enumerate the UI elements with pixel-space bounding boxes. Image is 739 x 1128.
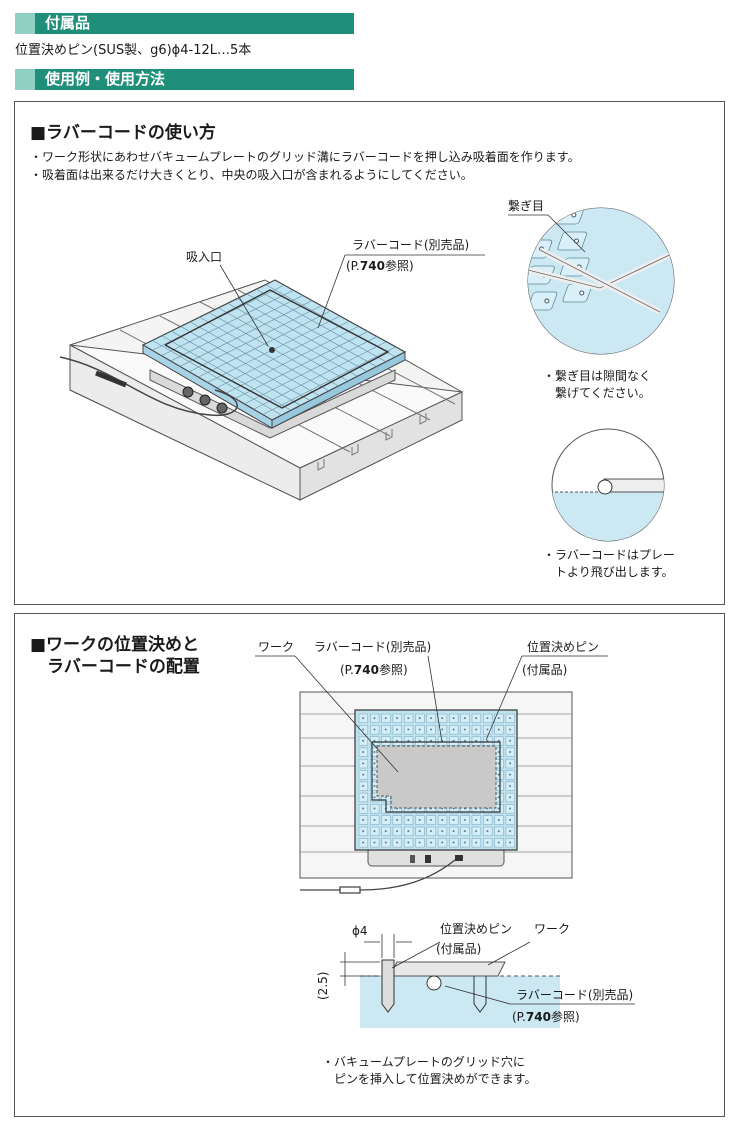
rubber-cord-label: ラバーコード(別売品) [352, 238, 470, 252]
panel-title: ラバーコードの配置 [30, 657, 200, 677]
panel-title: ■ワークの位置決めと [30, 635, 200, 655]
joint-note: ・繋ぎ目は隙間なく [543, 369, 652, 383]
rubber-cord-label: ラバーコード(別売品) [314, 640, 432, 654]
depth-label: (2.5) [316, 971, 330, 1000]
rubber-cord-ref: (P.740参照) [512, 1010, 580, 1024]
protrusion-note: トより飛び出します。 [543, 565, 674, 579]
usage-bullet: ・ワーク形状にあわせバキュームプレートのグリッド溝にラバーコードを押し込み吸着面… [30, 150, 580, 164]
inlet-label: 吸入口 [186, 250, 223, 264]
section-title: 付属品 [45, 14, 91, 32]
work-label: ワーク [258, 640, 295, 654]
pin-label: 位置決めピン [527, 640, 600, 654]
rubber-cord-label: ラバーコード(別売品) [516, 988, 634, 1002]
work-positioning-panel [14, 613, 725, 1117]
section-header-accessories: 付属品 [15, 13, 354, 34]
pin-label: 位置決めピン [440, 922, 513, 936]
section-header-usage: 使用例・使用方法 [15, 69, 354, 90]
positioning-note: ピンを挿入して位置決めができます。 [322, 1072, 537, 1086]
rubber-cord-ref: (P.740参照) [346, 259, 414, 273]
usage-bullet: ・吸着面は出来るだけ大きくとり、中央の吸入口が含まれるようにしてください。 [30, 168, 473, 182]
panel-title: ■ラバーコードの使い方 [30, 123, 216, 143]
section-title: 使用例・使用方法 [45, 70, 166, 88]
pin-sub-label: (付属品) [436, 942, 482, 956]
header-tab-decoration [15, 13, 35, 34]
pin-sub-label: (付属品) [522, 663, 568, 677]
joint-note: 繋げてください。 [543, 386, 651, 400]
accessories-text: 位置決めピン(SUS製、g6)ϕ4-12L…5本 [15, 43, 252, 58]
rubber-cord-ref: (P.740参照) [340, 663, 408, 677]
joint-label: 繋ぎ目 [508, 199, 545, 213]
protrusion-note: ・ラバーコードはプレー [543, 548, 675, 562]
header-tab-decoration [15, 69, 35, 90]
positioning-note: ・バキュームプレートのグリッド穴に [322, 1055, 525, 1069]
work-label: ワーク [534, 922, 571, 936]
diameter-label: ϕ4 [352, 924, 368, 938]
